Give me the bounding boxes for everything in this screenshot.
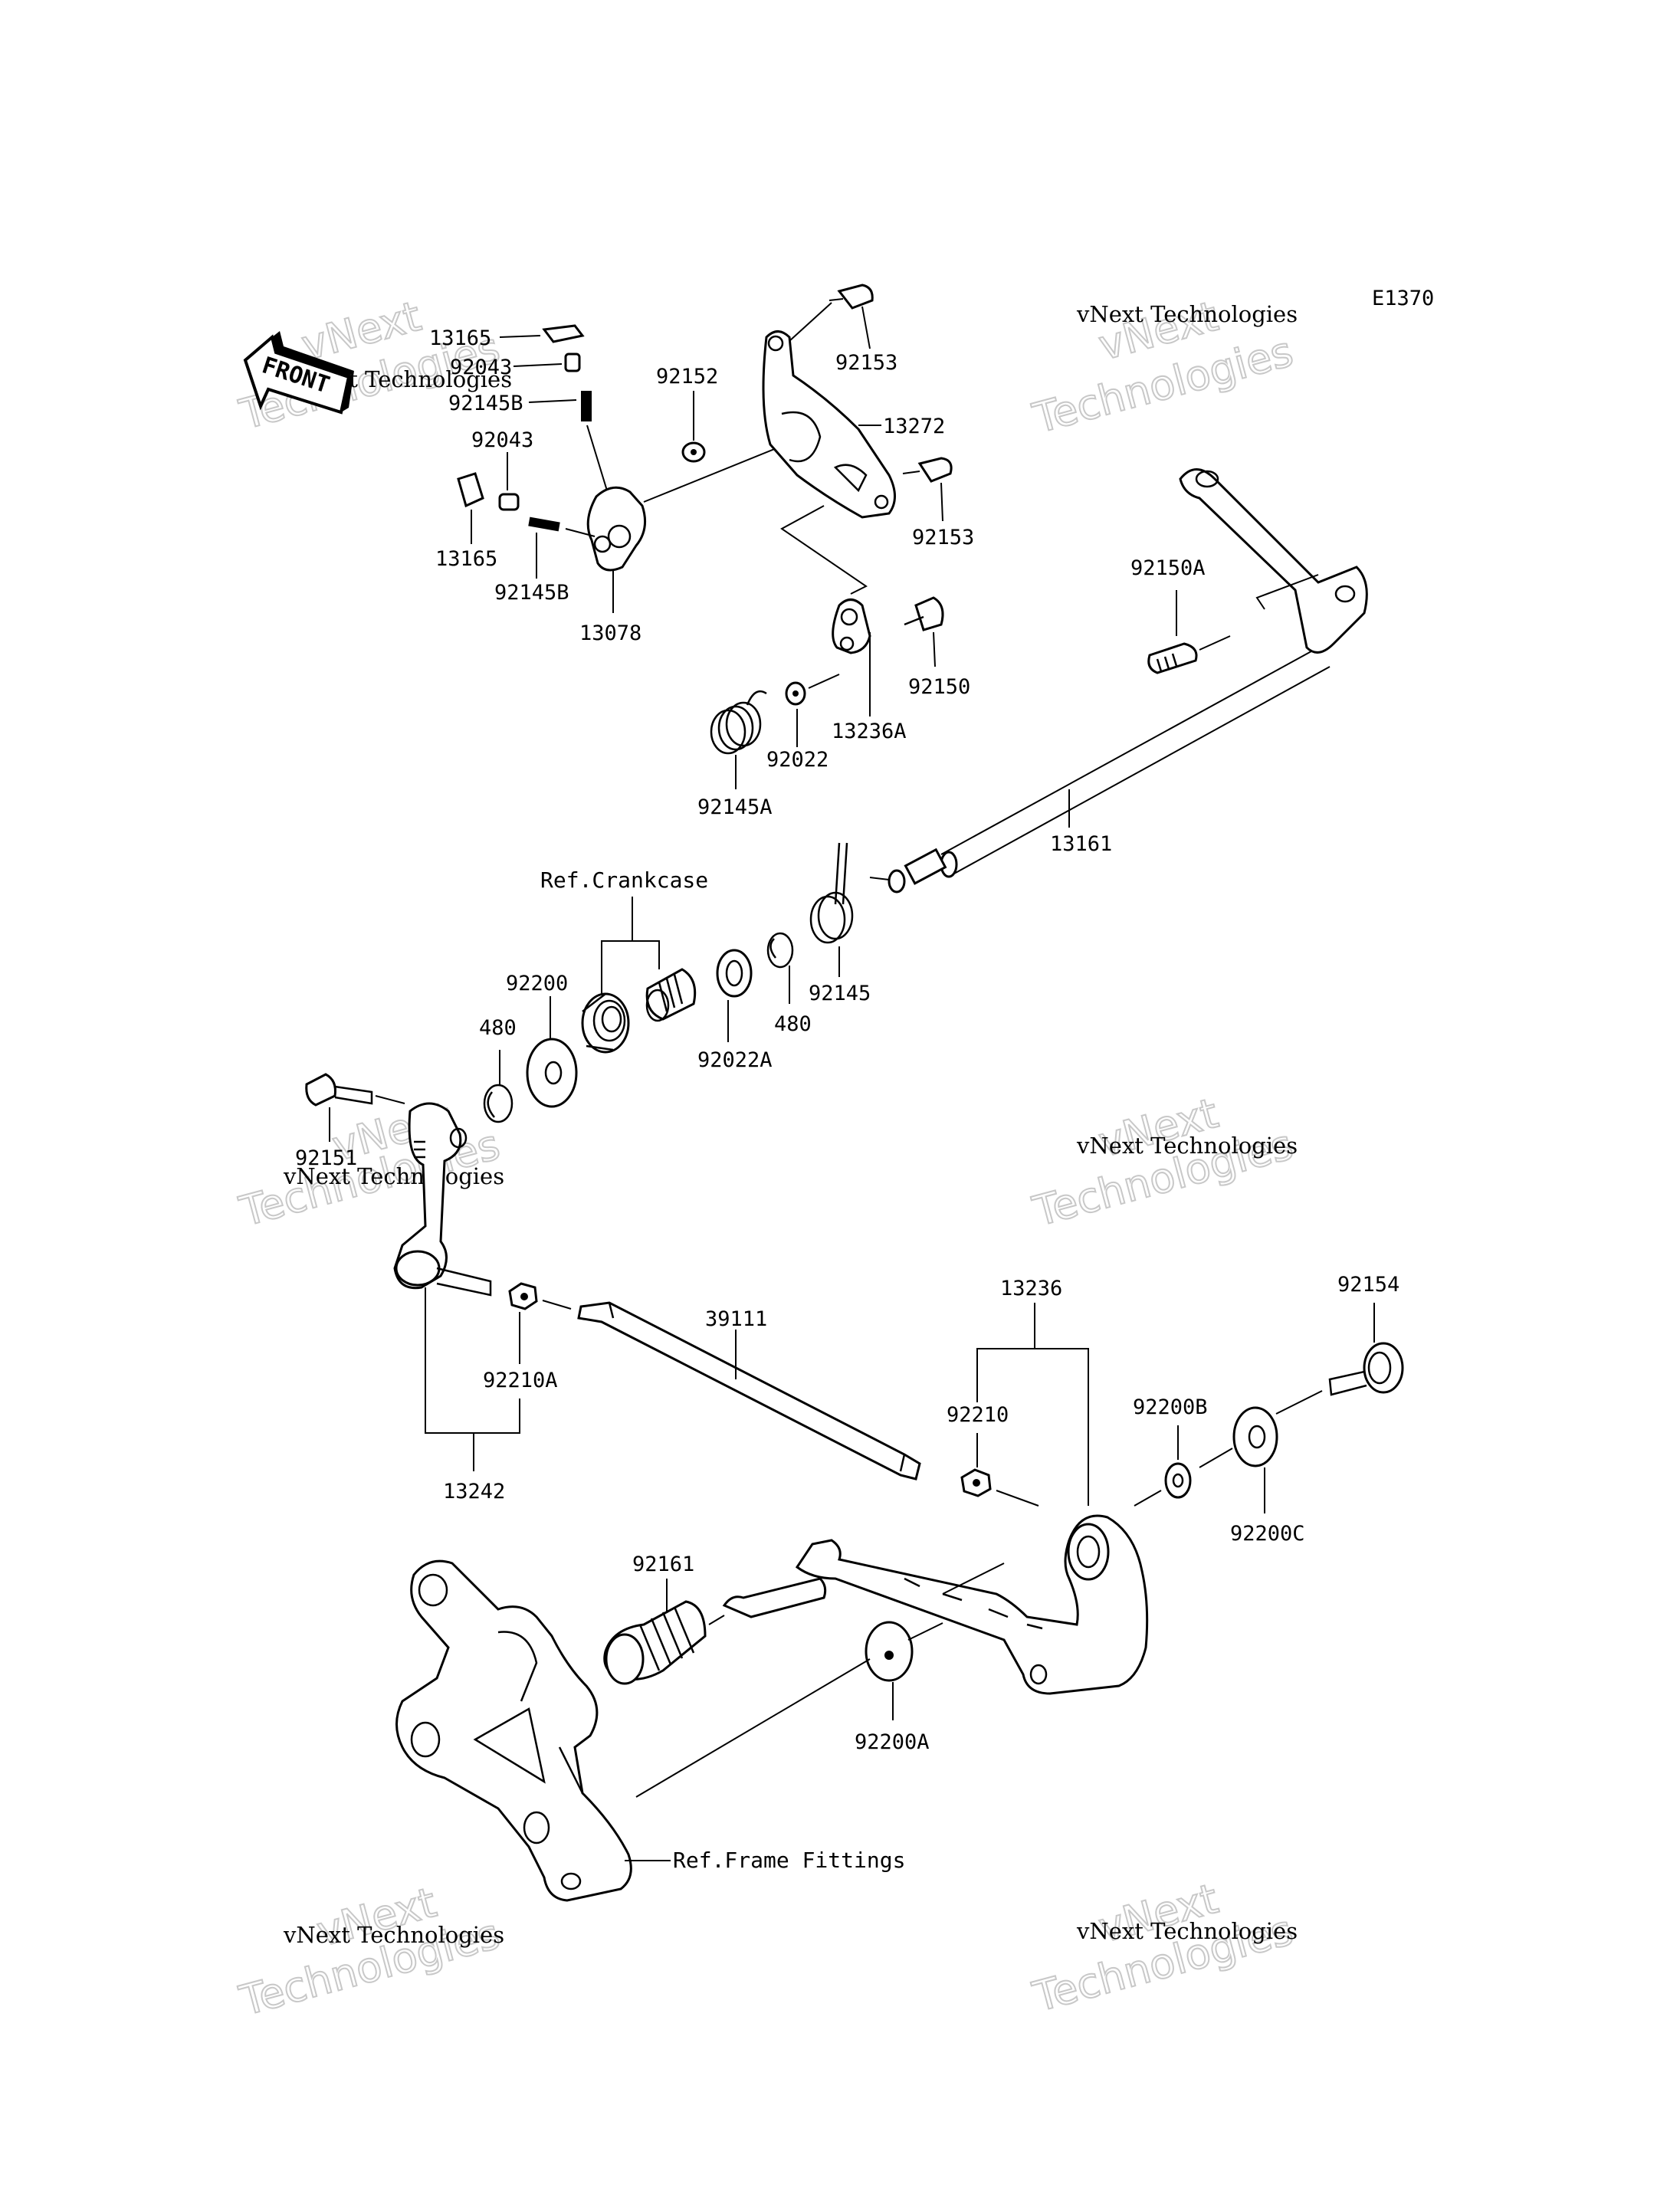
label-92043-left: 92043 xyxy=(471,428,533,452)
watermark-bottom-right: vNext Technologies vNext Technologies xyxy=(1027,1874,1298,2022)
watermark-caption: vNext Technologies xyxy=(283,1922,504,1948)
part-92210A-nut: 92210A xyxy=(483,1282,572,1392)
part-92161-rubber: 92161 xyxy=(603,1553,827,1685)
label-92152: 92152 xyxy=(656,365,718,389)
watermark-caption: vNext Technologies xyxy=(1076,1918,1298,1944)
label-480-left: 480 xyxy=(479,1016,517,1040)
ref-crankcase-leader-left xyxy=(601,897,633,1000)
label-13161: 13161 xyxy=(1050,832,1112,856)
label-92161: 92161 xyxy=(632,1553,694,1576)
part-needle-bearing xyxy=(645,968,697,1022)
watermark-bottom-left: vNext Technologies vNext Technologies xyxy=(234,1877,505,2026)
part-92022: 92022 xyxy=(766,674,840,772)
label-13165-left: 13165 xyxy=(435,547,497,571)
label-92200C: 92200C xyxy=(1230,1522,1305,1546)
label-92145B-left: 92145B xyxy=(494,581,569,605)
label-92210A: 92210A xyxy=(483,1369,558,1392)
part-92150A: 92150A xyxy=(1130,556,1319,674)
part-13165-top: 13165 xyxy=(429,324,585,350)
part-92210-nut: 92210 xyxy=(947,1403,1039,1507)
part-39111-rod: 39111 xyxy=(577,1301,921,1481)
label-92043-top: 92043 xyxy=(450,356,512,379)
part-92145A-spring: 92145A xyxy=(697,690,773,819)
part-gear-pedal xyxy=(795,1514,1149,1695)
label-92150A: 92150A xyxy=(1130,556,1206,580)
part-92145-spring: 92145 xyxy=(809,842,871,1005)
watermark-mid-right: vNext Technologies vNext Technologies xyxy=(1027,1088,1298,1237)
part-92145B-left: 92145B xyxy=(494,516,569,605)
ref-crankcase-leader-right xyxy=(632,940,660,969)
part-92153-top: 92153 xyxy=(789,284,897,375)
part-13236A: 13236A xyxy=(832,598,907,743)
bracket-13236-right xyxy=(1035,1348,1089,1506)
connector-plate xyxy=(780,505,868,595)
part-92145B-top: 92145B xyxy=(448,391,610,499)
front-arrow-icon: FRONT xyxy=(243,331,354,415)
part-92200C-washer: 92200C xyxy=(1199,1406,1305,1546)
part-13078-cam: 13078 xyxy=(565,486,647,645)
label-92022: 92022 xyxy=(766,748,829,772)
label-92153-mid: 92153 xyxy=(912,526,974,549)
part-92200B-washer: 92200B xyxy=(1133,1395,1208,1507)
label-13242: 13242 xyxy=(443,1480,505,1503)
part-footrest-bracket xyxy=(395,1559,632,1902)
watermark-caption: vNext Technologies xyxy=(283,1163,504,1189)
watermark-caption: vNext Technologies xyxy=(1076,301,1298,327)
part-480-left: 480 xyxy=(479,1016,517,1123)
watermark-top-right: vNext Technologies vNext Technologies xyxy=(1027,291,1298,444)
label-92153-top: 92153 xyxy=(835,351,897,375)
part-92153-mid: 92153 xyxy=(902,457,974,549)
part-13242-arm xyxy=(393,1102,492,1297)
label-92151: 92151 xyxy=(295,1146,357,1170)
label-92154: 92154 xyxy=(1337,1273,1399,1297)
part-13272-plate: 13272 xyxy=(762,330,945,519)
ref-crankcase: Ref.Crankcase xyxy=(540,867,708,893)
label-480-right: 480 xyxy=(774,1012,812,1036)
part-13165-left: 13165 xyxy=(435,472,497,571)
part-92043-top: 92043 xyxy=(450,353,581,379)
part-480-right: 480 xyxy=(766,932,812,1036)
part-92151-bolt: 92151 xyxy=(295,1073,405,1170)
label-92200B: 92200B xyxy=(1133,1395,1208,1419)
part-13161-shaft: 13161 xyxy=(869,468,1368,894)
part-92200A-washer: 92200A xyxy=(635,1621,943,1798)
part-92043-left: 92043 xyxy=(471,428,533,511)
label-92200A: 92200A xyxy=(855,1730,930,1754)
part-92150: 92150 xyxy=(904,596,970,699)
label-92210: 92210 xyxy=(947,1403,1009,1427)
label-13236: 13236 xyxy=(1000,1277,1062,1300)
label-13078: 13078 xyxy=(579,621,641,645)
label-92022A: 92022A xyxy=(697,1048,773,1072)
bracket-13236-left xyxy=(976,1303,1035,1402)
watermark-mid-left: vNext Technologies vNext Technologies xyxy=(234,1092,505,1237)
part-92022A: 92022A xyxy=(697,949,773,1072)
label-39111: 39111 xyxy=(705,1307,767,1331)
label-13236A: 13236A xyxy=(832,720,907,743)
label-92150: 92150 xyxy=(908,675,970,699)
ref-frame-fittings: Ref.Frame Fittings xyxy=(673,1848,905,1873)
diagram-code: E1370 xyxy=(1372,287,1434,310)
part-ball-bearing xyxy=(581,992,630,1054)
watermark-caption: vNext Technologies xyxy=(1076,1133,1298,1159)
label-13272: 13272 xyxy=(883,415,945,438)
bracket-13242 xyxy=(425,1287,520,1434)
label-92145A: 92145A xyxy=(697,795,773,819)
part-92200: 92200 xyxy=(506,972,578,1108)
part-92154-bolt: 92154 xyxy=(1275,1273,1404,1415)
label-92200: 92200 xyxy=(506,972,568,995)
label-92145: 92145 xyxy=(809,982,871,1005)
label-92145B-top: 92145B xyxy=(448,392,523,415)
label-13165-top: 13165 xyxy=(429,326,491,350)
